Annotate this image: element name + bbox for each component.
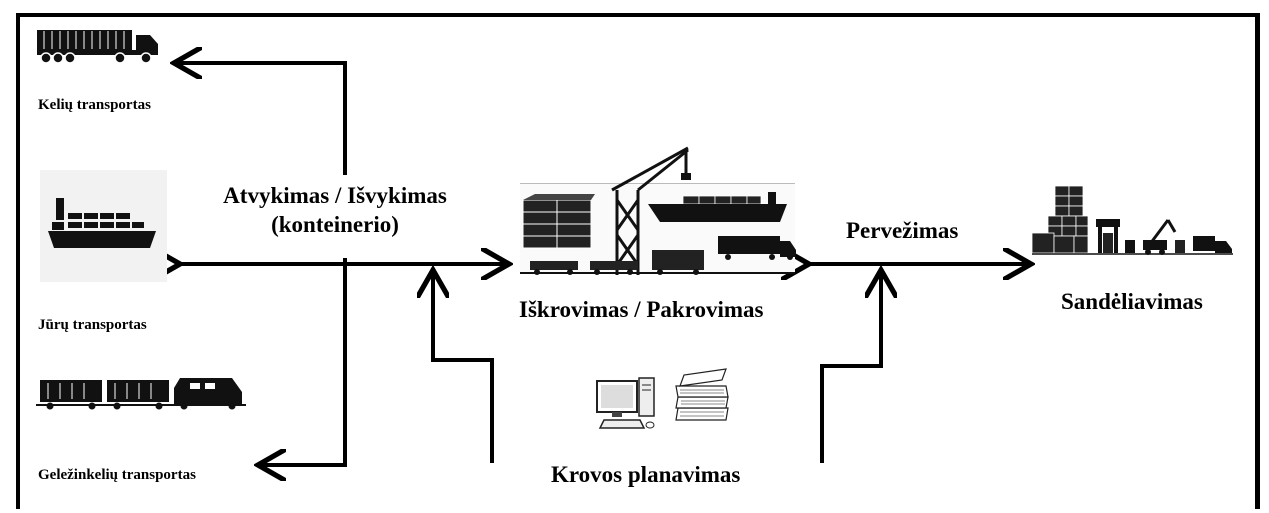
road-transport-label: Kelių transportas <box>38 97 151 113</box>
arrival-departure-line1: Atvykimas / Išvykimas <box>223 183 447 208</box>
container-ship-icon <box>40 170 167 282</box>
warehousing-label: Sandėliavimas <box>1061 289 1203 314</box>
arrow-to-rail <box>262 258 347 465</box>
arrival-departure-line2: (konteinerio) <box>271 212 399 238</box>
documents-icon <box>675 368 729 421</box>
sea-transport-label: Jūrų transportas <box>38 317 147 333</box>
arrow-planning-right <box>820 274 881 463</box>
arrow-planning-left <box>433 274 494 463</box>
diagram-frame <box>16 13 1260 509</box>
port-terminal-icon <box>520 146 796 275</box>
computer-icon <box>596 377 655 429</box>
warehouse-icon <box>1031 185 1233 255</box>
unloading-loading-label: Iškrovimas / Pakrovimas <box>519 297 764 322</box>
rail-transport-label: Geležinkelių transportas <box>38 467 196 483</box>
arrival-departure-label: Atvykimas / Išvykimas (konteinerio) <box>175 183 495 238</box>
transfer-label: Pervežimas <box>846 218 959 243</box>
arrow-to-road <box>178 63 347 175</box>
cargo-planning-label: Krovos planavimas <box>551 462 741 487</box>
truck-icon <box>37 30 158 64</box>
train-icon <box>36 378 246 410</box>
